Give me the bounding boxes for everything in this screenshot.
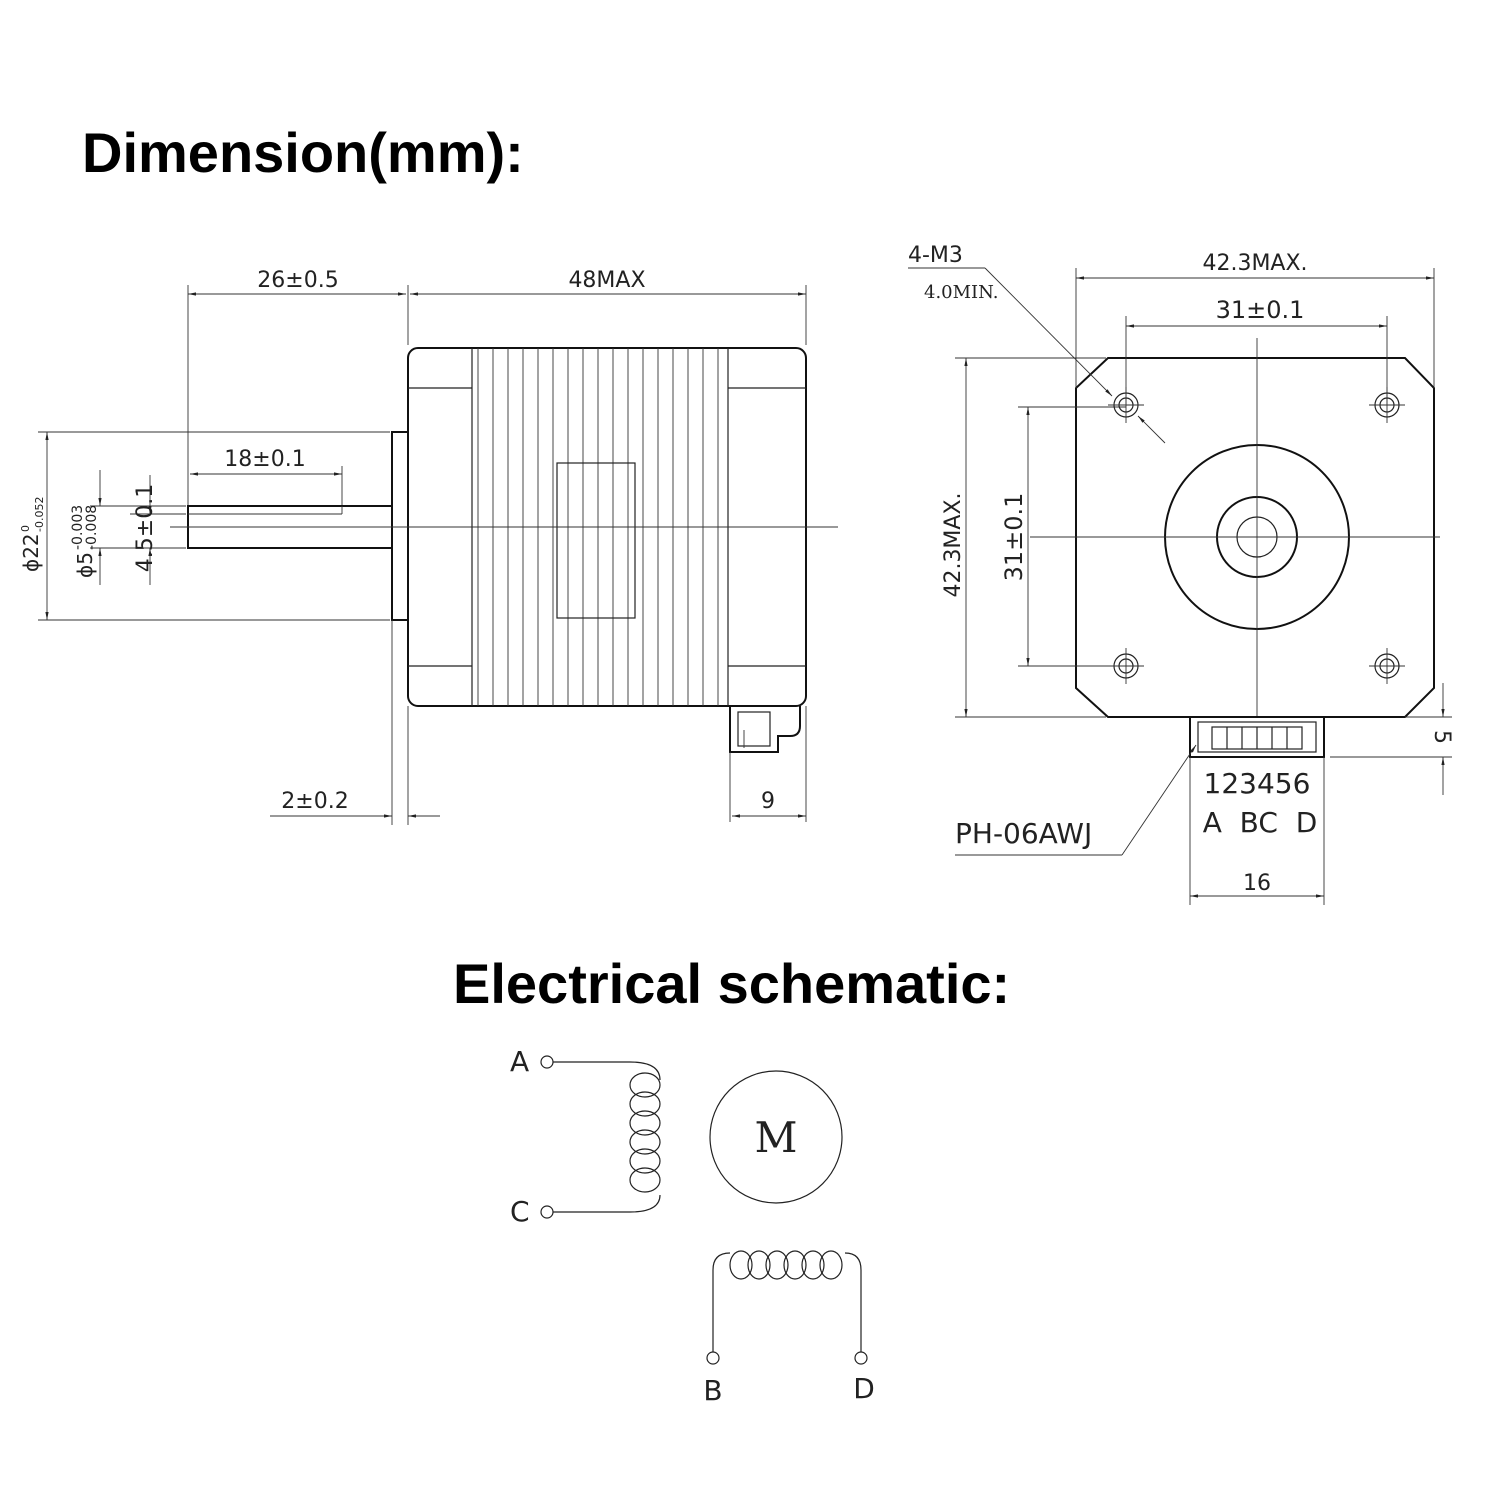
- terminal-b-dot: [706, 1351, 720, 1365]
- connector-housing: [1189, 716, 1325, 758]
- front-view: 42.3MAX. 31±0.1 42.3MAX. 31±0.1: [908, 243, 1454, 905]
- terminal-c-dot: [540, 1205, 554, 1219]
- flange: [391, 431, 409, 621]
- coil-bd: [706, 1250, 868, 1365]
- screw-depth-label: 4.0MIN.: [924, 282, 999, 303]
- shaft-length-label: 26±0.5: [257, 268, 338, 293]
- terminal-d-label: D: [853, 1372, 875, 1405]
- flange-diameter-upper-tol: 0: [19, 525, 32, 532]
- side-view: 26±0.5 48MAX 18±0.1 9 2±0.2: [19, 268, 838, 825]
- mounting-hole: [1108, 387, 1144, 423]
- terminal-d-dot: [854, 1351, 868, 1365]
- terminal-c-label: C: [510, 1195, 530, 1228]
- flange-diameter-lower-tol: -0.052: [33, 497, 46, 532]
- hole-spacing-v-label: 31±0.1: [1000, 493, 1028, 582]
- schematic-heading: Electrical schematic:: [453, 952, 1010, 1015]
- body-length-label: 48MAX: [568, 268, 645, 293]
- motor-symbol: [709, 1070, 843, 1204]
- flange-thickness-label: 2±0.2: [281, 789, 348, 814]
- coil-ac: [540, 1055, 661, 1219]
- flat-length-label: 18±0.1: [224, 447, 305, 472]
- dimension-heading: Dimension(mm):: [82, 121, 524, 184]
- pin-numbers: 123456: [1204, 767, 1311, 800]
- connector-model-label: PH-06AWJ: [955, 817, 1092, 850]
- connector-width-label: 16: [1243, 871, 1271, 896]
- label-plate: [556, 462, 636, 619]
- mounting-hole: [1108, 648, 1144, 684]
- shaft-diameter-label: ϕ5: [73, 552, 97, 578]
- terminal-b-label: B: [703, 1374, 722, 1407]
- shaft-diameter-lower-tol: -0.008: [84, 505, 100, 550]
- screw-spec-label: 4-M3: [908, 243, 963, 268]
- front-width-label: 42.3MAX.: [1202, 251, 1307, 276]
- flat-depth-label: 4.5±0.1: [133, 484, 158, 572]
- mounting-hole: [1369, 648, 1405, 684]
- terminal-a-dot: [540, 1055, 554, 1069]
- pin-letters: A BC D: [1203, 806, 1318, 839]
- terminal-a-label: A: [510, 1045, 529, 1078]
- schematic: A C M B D: [510, 1045, 875, 1407]
- mounting-hole: [1369, 387, 1405, 423]
- connector-offset-label: 9: [761, 789, 775, 814]
- hole-spacing-h-label: 31±0.1: [1216, 296, 1305, 324]
- shaft-diameter-upper-tol: -0.003: [70, 505, 86, 550]
- motor-label: M: [754, 1113, 797, 1162]
- connector-height-label: 5: [1429, 730, 1454, 744]
- front-height-label: 42.3MAX.: [941, 492, 966, 597]
- flange-diameter-label: ϕ22: [19, 533, 43, 572]
